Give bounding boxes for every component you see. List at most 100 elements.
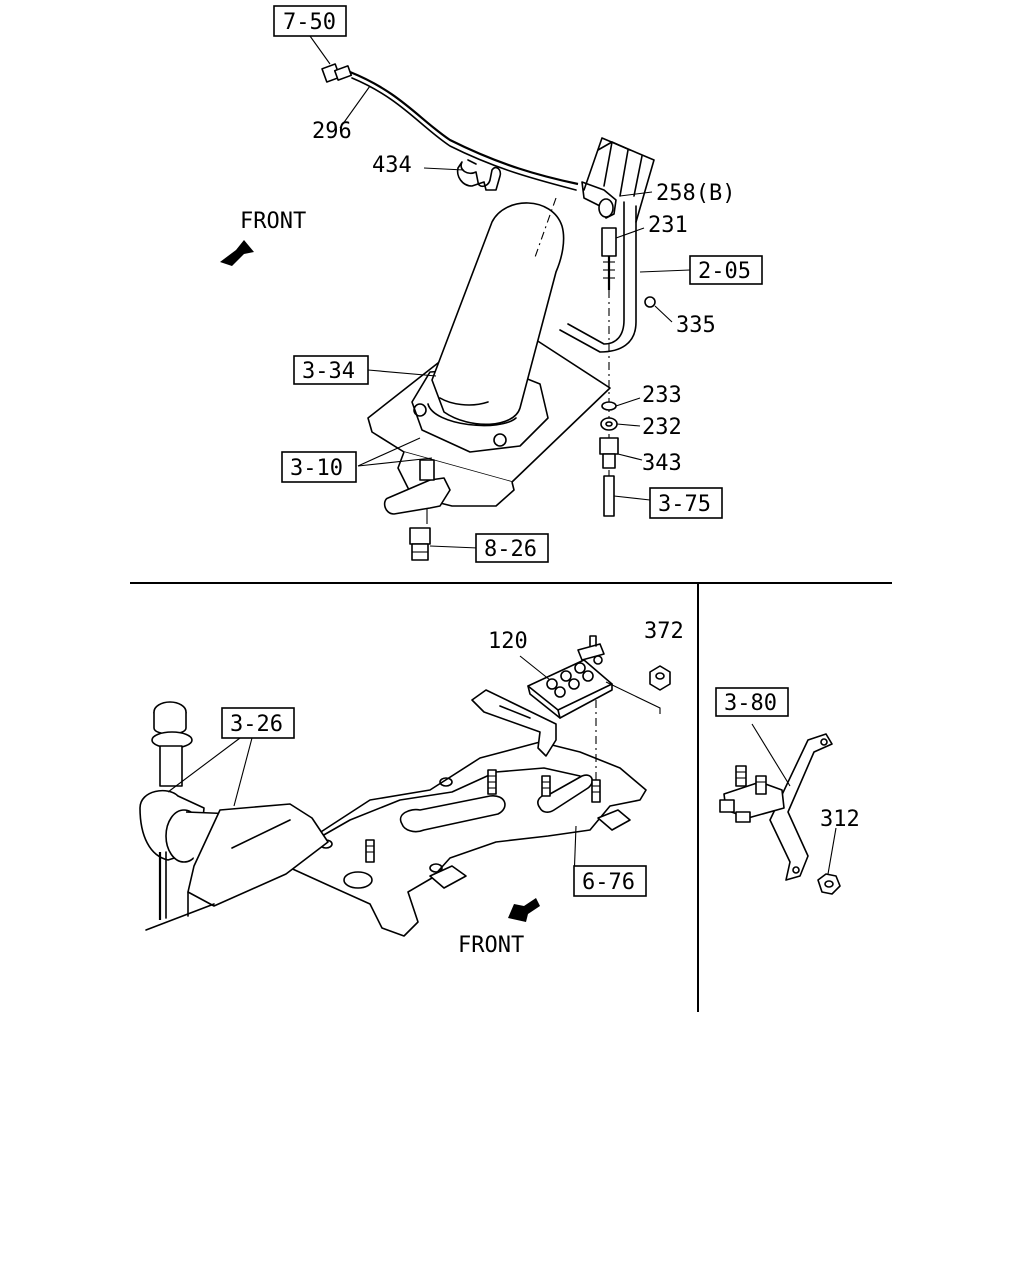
fitting-7-50: [321, 63, 353, 83]
part-434: 434: [372, 153, 412, 178]
ref-3-26: 3-26: [230, 712, 283, 737]
plate-slot: [399, 795, 506, 833]
leader-3-10-b: [357, 457, 433, 467]
bracket-arm: [769, 733, 833, 881]
ref-box-2-05: [689, 255, 763, 285]
part-312: 312: [820, 807, 860, 832]
leader-232: [616, 423, 641, 427]
boot-base-ring: [427, 403, 517, 427]
leader-8-26: [429, 545, 479, 549]
part-120: 120: [488, 629, 528, 654]
fitting-stud: [735, 765, 747, 787]
front-arrow-icon: [220, 240, 254, 266]
ref-3-34: 3-34: [302, 359, 355, 384]
centerline-hose: [533, 197, 557, 261]
ref-2-05: 2-05: [698, 259, 751, 284]
ref-box-3-80: [715, 687, 789, 717]
leader-231: [615, 227, 645, 239]
ref-8-26: 8-26: [484, 537, 537, 562]
front-label-top: FRONT: [240, 209, 306, 234]
bolt-231: [601, 227, 617, 290]
washer-233: [601, 401, 617, 411]
leader-120: [519, 655, 551, 681]
lever-boot: [431, 202, 565, 426]
ref-7-50: 7-50: [283, 10, 336, 35]
leader-3-75: [613, 495, 651, 501]
valve-block-120: [527, 635, 613, 719]
column-tubes: [583, 137, 655, 223]
tee-fitting: [383, 477, 451, 515]
bottom-left-assembly: FRONT 3-26 6-76 120 372: [139, 619, 684, 958]
plate-tab: [429, 865, 467, 889]
leader-258b: [619, 191, 653, 197]
leader-2-05: [639, 269, 691, 273]
flange-slot: [499, 705, 531, 719]
leader-3-10-a: [357, 437, 421, 467]
ref-box-6-76: [573, 865, 647, 897]
bottom-right-assembly: 3-80 312: [715, 687, 860, 895]
elbow-258b: [581, 181, 617, 219]
leader-3-34: [367, 369, 437, 377]
stud: [365, 839, 375, 863]
fitting-stud: [719, 799, 751, 823]
plate-tab: [597, 809, 631, 831]
bolt-hole: [413, 403, 427, 417]
ref-3-75: 3-75: [658, 492, 711, 517]
bracket-plate-6-76: [277, 741, 647, 937]
bracket-hole: [792, 866, 800, 874]
ref-3-10: 3-10: [290, 456, 343, 481]
rod-3-75: [603, 475, 615, 517]
plate-rib: [293, 767, 581, 853]
part-233: 233: [642, 383, 682, 408]
nut-372: [649, 665, 671, 691]
ref-box-3-34: [293, 355, 369, 385]
stud: [541, 775, 551, 797]
front-arrow-icon: [508, 898, 540, 922]
stud: [487, 769, 497, 795]
bracket-hole: [820, 738, 828, 746]
leader-434: [423, 167, 465, 171]
leader-3-80: [751, 723, 791, 787]
plate-hole-small: [439, 777, 453, 787]
part-258b: 258(B): [656, 181, 735, 206]
ref-6-76: 6-76: [582, 870, 635, 895]
nut-232: [600, 417, 618, 431]
bolt-hole: [493, 433, 507, 447]
ref-3-80: 3-80: [724, 691, 777, 716]
front-label-bottom: FRONT: [458, 933, 524, 958]
pipe-2-05: [559, 201, 637, 353]
part-335: 335: [676, 313, 716, 338]
connector-343: [599, 437, 619, 469]
ref-box-3-26: [221, 707, 295, 739]
clip-434: [456, 159, 502, 191]
boot-inner-edge: [439, 397, 489, 406]
top-assembly: FRONT 7-50 2-05 3-34 3-10 3-75 8-26 296 …: [220, 5, 763, 563]
leader-335: [654, 305, 673, 323]
fitting-8-26: [409, 527, 431, 561]
ref-box-8-26: [475, 533, 549, 563]
assembly-3-26: [139, 701, 329, 931]
plate-slot-right: [537, 774, 594, 813]
leader-3-26-b: [233, 737, 253, 807]
part-343: 343: [642, 451, 682, 476]
part-231: 231: [648, 213, 688, 238]
fitting-stud: [755, 775, 767, 795]
plate-hole-small: [429, 863, 443, 873]
stud: [591, 779, 601, 803]
ref-box-3-10: [281, 451, 357, 483]
ref-box-7-50: [273, 5, 347, 37]
leader-7-50: [309, 35, 331, 65]
nut-312: [817, 873, 841, 895]
leader-312: [827, 827, 837, 875]
tee-upper-port: [419, 459, 435, 481]
plate-hole: [343, 871, 373, 889]
leader-343: [617, 453, 643, 461]
hose-296: [349, 70, 579, 191]
o-ring-335: [644, 296, 656, 308]
leader-372-line: [605, 681, 661, 714]
part-296: 296: [312, 119, 352, 144]
part-232: 232: [642, 415, 682, 440]
leader-3-26-a: [167, 737, 241, 793]
part-372: 372: [644, 619, 684, 644]
